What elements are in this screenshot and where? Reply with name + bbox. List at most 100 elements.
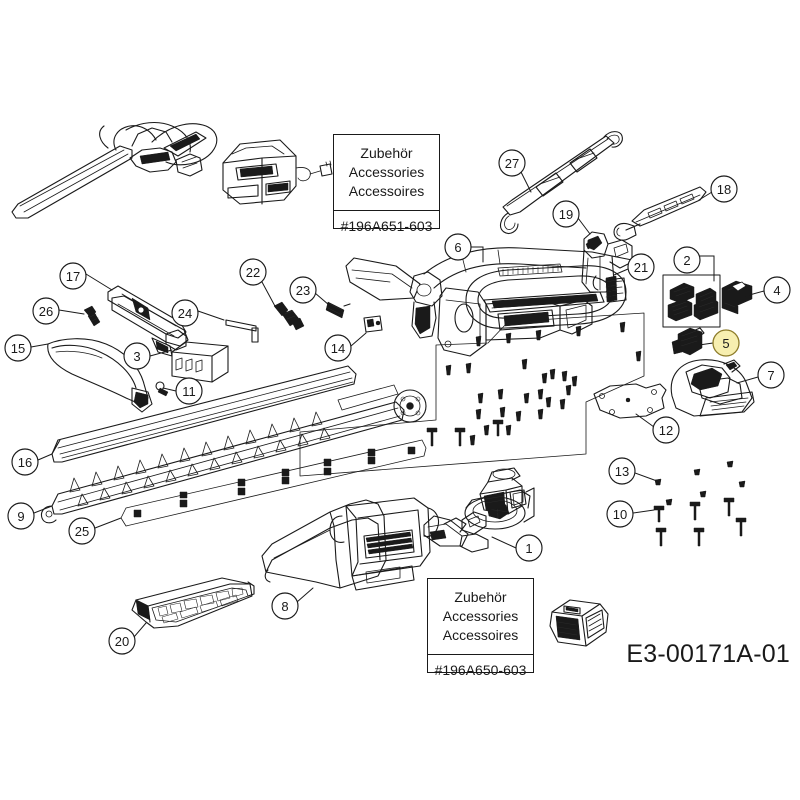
- callout-circle-12[interactable]: [652, 416, 680, 444]
- leader-line-1: [491, 536, 517, 549]
- callout-26[interactable]: 26: [32, 297, 60, 325]
- callout-7[interactable]: 7: [757, 361, 785, 389]
- leader-line-21: [613, 268, 629, 276]
- part-spring-clip: [325, 301, 351, 319]
- accessories-box-top: Zubehör Accessories Accessoires #196A651…: [333, 134, 440, 234]
- part-connector-kit-box: [662, 274, 721, 328]
- callout-24[interactable]: 24: [171, 299, 199, 327]
- part-control-module-box: [171, 341, 229, 383]
- callout-6[interactable]: 6: [444, 233, 472, 261]
- leader-line-13: [634, 472, 658, 482]
- leader-line-15: [30, 343, 49, 348]
- callout-11[interactable]: 11: [175, 377, 203, 405]
- leader-line-9: [33, 505, 53, 514]
- accessories-label-en-bottom: Accessories: [442, 608, 519, 624]
- callout-circle-21[interactable]: [627, 253, 655, 281]
- leader-line-3: [149, 349, 173, 357]
- callout-circle-25[interactable]: [68, 517, 96, 545]
- part-tool-scissors: [107, 285, 189, 357]
- part-gear-pinion: [671, 327, 705, 356]
- callout-27[interactable]: 27: [498, 149, 526, 177]
- callout-circle-19[interactable]: [552, 200, 580, 228]
- callout-circle-16[interactable]: [11, 448, 39, 476]
- callout-circle-20[interactable]: [108, 627, 136, 655]
- callout-8[interactable]: 8: [271, 592, 299, 620]
- leader-line-26: [58, 309, 85, 315]
- callout-circle-27[interactable]: [498, 149, 526, 177]
- callout-circle-18[interactable]: [710, 175, 738, 203]
- callout-circle-17[interactable]: [59, 262, 87, 290]
- callout-25[interactable]: 25: [68, 517, 96, 545]
- part-screw-module: [155, 381, 169, 397]
- callout-circle-13[interactable]: [608, 457, 636, 485]
- callout-circle-3[interactable]: [123, 342, 151, 370]
- part-rear-handle-housing: [261, 497, 440, 591]
- callout-circle-10[interactable]: [606, 500, 634, 528]
- leader-line-17: [85, 273, 113, 291]
- accessories-part-code-top: #196A651-603: [340, 218, 433, 234]
- part-battery-pack: [549, 599, 609, 647]
- part-screw-layout-panel: [299, 312, 645, 477]
- callout-circle-15[interactable]: [4, 334, 32, 362]
- callout-20[interactable]: 20: [108, 627, 136, 655]
- callout-19[interactable]: 19: [552, 200, 580, 228]
- callout-3[interactable]: 3: [123, 342, 151, 370]
- part-debris-deflector-guard: [131, 577, 255, 629]
- part-main-housing-handle: [345, 247, 647, 357]
- callout-circle-8[interactable]: [271, 592, 299, 620]
- part-blade-guard-rail: [51, 365, 357, 463]
- callout-13[interactable]: 13: [608, 457, 636, 485]
- accessories-label-de-bottom: Zubehör: [454, 589, 507, 605]
- callout-10[interactable]: 10: [606, 500, 634, 528]
- leader-line-12: [635, 413, 655, 428]
- accessories-label-fr-bottom: Accessoires: [442, 627, 519, 643]
- callout-1[interactable]: 1: [515, 534, 543, 562]
- callout-circle-4[interactable]: [763, 276, 791, 304]
- part-mounting-plate: [593, 383, 667, 419]
- callout-15[interactable]: 15: [4, 334, 32, 362]
- callout-5[interactable]: 5: [712, 329, 740, 357]
- callout-circle-1[interactable]: [515, 534, 543, 562]
- callout-2[interactable]: 2: [673, 246, 701, 274]
- drawing-reference-number: E3-00171A-01: [626, 640, 790, 668]
- callout-17[interactable]: 17: [59, 262, 87, 290]
- leader-lines: [30, 171, 765, 638]
- callout-16[interactable]: 16: [11, 448, 39, 476]
- callout-4[interactable]: 4: [763, 276, 791, 304]
- part-cable-tie-clip: [273, 301, 305, 331]
- part-motor-housing-cover: [670, 359, 755, 417]
- part-battery-charger: [222, 139, 333, 205]
- leader-line-20: [133, 622, 147, 638]
- part-blade-bolt-strip: [120, 439, 427, 527]
- callout-circle-2[interactable]: [673, 246, 701, 274]
- callout-circle-6[interactable]: [444, 233, 472, 261]
- callout-circle-24[interactable]: [171, 299, 199, 327]
- callout-circle-26[interactable]: [32, 297, 60, 325]
- callout-23[interactable]: 23: [289, 276, 317, 304]
- accessories-label-fr-top: Accessoires: [348, 183, 425, 199]
- leader-line-16: [37, 453, 53, 461]
- accessories-labels-bottom: Zubehör Accessories Accessoires: [428, 579, 533, 655]
- callout-22[interactable]: 22: [239, 258, 267, 286]
- callout-circle-5[interactable]: [712, 329, 740, 357]
- callout-circle-22[interactable]: [239, 258, 267, 286]
- callout-circle-7[interactable]: [757, 361, 785, 389]
- callout-circle-9[interactable]: [7, 502, 35, 530]
- callout-18[interactable]: 18: [710, 175, 738, 203]
- leader-line-23: [314, 292, 330, 306]
- callout-circle-11[interactable]: [175, 377, 203, 405]
- panel-screws: [426, 321, 642, 447]
- callout-12[interactable]: 12: [652, 416, 680, 444]
- callout-circle-14[interactable]: [324, 334, 352, 362]
- part-gearbox-drive-assembly: [423, 467, 535, 553]
- accessories-part-code-bottom: #196A650-603: [434, 662, 527, 678]
- accessories-label-en-top: Accessories: [348, 164, 425, 180]
- callout-9[interactable]: 9: [7, 502, 35, 530]
- callout-21[interactable]: 21: [627, 253, 655, 281]
- callout-14[interactable]: 14: [324, 334, 352, 362]
- accessories-label-de-top: Zubehör: [360, 145, 413, 161]
- accessories-labels-top: Zubehör Accessories Accessoires: [334, 135, 439, 211]
- callout-circle-23[interactable]: [289, 276, 317, 304]
